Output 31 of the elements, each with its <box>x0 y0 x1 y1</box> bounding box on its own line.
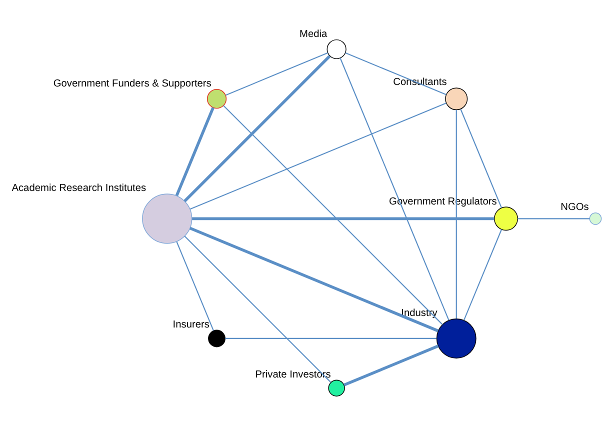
connector <box>192 216 494 220</box>
node-circle <box>589 212 602 224</box>
node-circle <box>142 193 192 244</box>
node-circle <box>206 88 227 108</box>
connector <box>184 235 331 382</box>
node-label: Insurers <box>172 318 210 330</box>
node-label: Academic Research Institutes <box>12 182 146 194</box>
connector <box>340 57 450 320</box>
connector <box>184 54 331 202</box>
node-circle <box>445 87 468 110</box>
connector <box>344 344 439 386</box>
node-label: NGOs <box>560 202 589 213</box>
connector <box>456 110 457 318</box>
node-label: Government Funders & Supporters <box>53 78 212 90</box>
connector <box>190 226 439 332</box>
connector <box>225 337 437 339</box>
node-circle <box>494 206 518 230</box>
node-circle <box>436 318 476 358</box>
node-label: Media <box>300 28 328 40</box>
connector <box>176 241 214 330</box>
connector <box>345 52 446 95</box>
connector <box>225 52 328 96</box>
connector <box>190 102 446 210</box>
connector <box>518 218 590 219</box>
connector <box>223 104 443 324</box>
node-circle <box>326 38 346 59</box>
connector <box>460 108 502 208</box>
connector <box>463 228 502 320</box>
node-circle <box>328 379 345 396</box>
connector <box>175 106 214 196</box>
node-circle <box>208 329 226 347</box>
